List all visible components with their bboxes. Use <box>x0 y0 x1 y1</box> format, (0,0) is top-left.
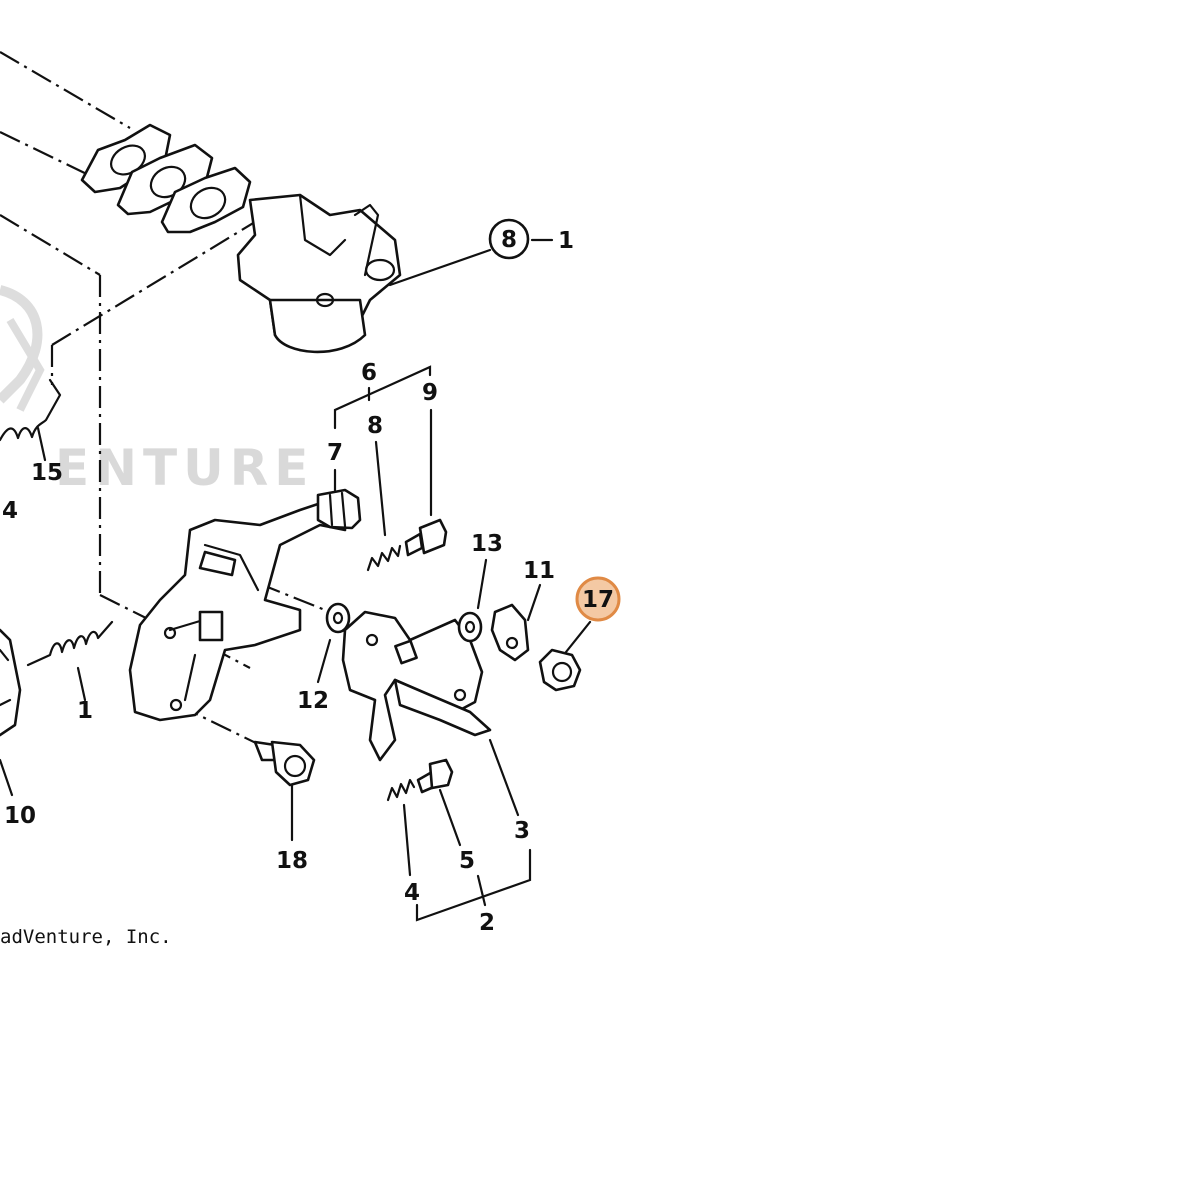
callout-label: 11 <box>523 558 555 584</box>
carburetor <box>236 193 402 354</box>
washer-13: 13 <box>457 531 503 643</box>
callout-label: 2 <box>479 910 495 936</box>
highlight-marker <box>575 576 621 622</box>
bolt-5: 5 <box>416 758 475 874</box>
callout-label: 4 <box>2 498 18 524</box>
callout-label: 13 <box>471 531 503 557</box>
governor-bracket <box>128 498 347 722</box>
callout-label: 1 <box>77 698 93 724</box>
callout-label: 10 <box>4 803 36 829</box>
copyright-text: adVenture, Inc. <box>0 926 172 948</box>
bracket-2: 2 <box>415 848 532 936</box>
lever-7: 7 <box>316 440 362 530</box>
callout-label: 1 <box>558 228 574 254</box>
callout-label: 4 <box>404 880 420 906</box>
watermark-text: ENTURE <box>55 439 314 497</box>
callout-label: 12 <box>297 688 329 714</box>
spring-4: 4 <box>386 778 420 906</box>
callout-label: 3 <box>514 818 530 844</box>
callout-label: 6 <box>361 360 377 386</box>
link-11: 11 <box>490 558 555 662</box>
watermark: ENTURE <box>0 285 314 497</box>
left-housing-10: 10 <box>0 628 36 829</box>
bracket-6: 6 <box>333 360 432 430</box>
washer-12: 12 <box>297 602 351 714</box>
nut-17: 17 <box>538 576 621 692</box>
left-spring-15: 15 4 <box>0 378 63 524</box>
intake-gaskets <box>80 123 252 234</box>
callout-label: 18 <box>276 848 308 874</box>
spring-8: 8 <box>366 413 402 572</box>
callout-label: 5 <box>459 848 475 874</box>
governor-arm-3: 3 <box>341 610 530 844</box>
callout-8-assembly: 8 1 <box>388 218 574 287</box>
callout-label: 9 <box>422 380 438 406</box>
callout-label: 8 <box>501 227 517 253</box>
callout-label: 17 <box>582 587 614 613</box>
bolt-18: 18 <box>253 740 316 874</box>
governor-spring-1: 1 <box>26 620 114 724</box>
callout-label: 7 <box>327 440 343 466</box>
bolt-9: 9 <box>404 380 448 557</box>
callout-label: 8 <box>367 413 383 439</box>
callout-label: 15 <box>31 460 63 486</box>
